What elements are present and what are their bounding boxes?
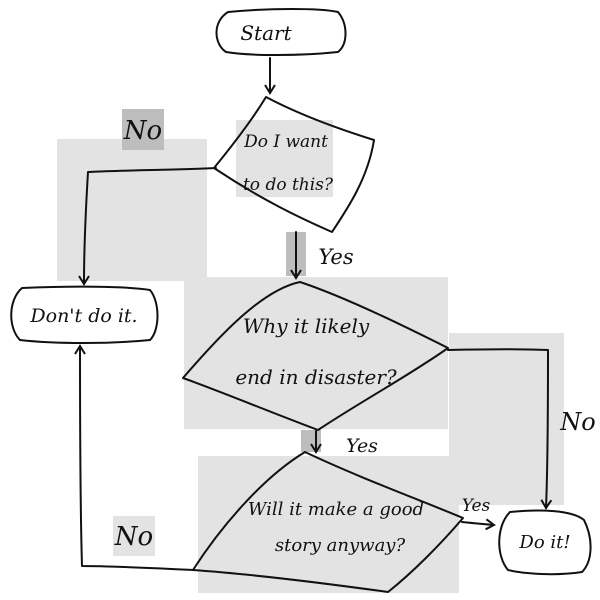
- highlight-no-top: [122, 109, 164, 150]
- start-label: Start: [240, 21, 292, 45]
- decision-q2: [182, 281, 449, 431]
- q2-text-line1: Why it likely: [243, 314, 370, 338]
- q3-no-label: No: [114, 522, 153, 552]
- highlight-no-left: [57, 139, 207, 281]
- connector-q1-no: [78, 167, 217, 286]
- highlight-q1: [236, 120, 333, 197]
- q1-text-line2: to do this?: [243, 175, 334, 195]
- highlight-no-bottom: [113, 516, 155, 556]
- q3-text-line2: story anyway?: [275, 535, 406, 556]
- connector-q3-no: [74, 344, 194, 571]
- decision-q3: [192, 451, 464, 593]
- highlight-no-right: [449, 333, 564, 505]
- q2-yes-label: Yes: [346, 435, 378, 457]
- highlight-blocks: [57, 109, 564, 593]
- doit-terminal: [498, 509, 592, 576]
- connector-q3-yes: [461, 518, 496, 531]
- dont-terminal: [10, 285, 159, 344]
- q2-no-label: No: [559, 408, 595, 436]
- q3-yes-label: Yes: [462, 496, 491, 516]
- dont-label: Don't do it.: [29, 305, 137, 327]
- q1-yes-label: Yes: [318, 245, 353, 269]
- highlight-q3: [198, 456, 459, 593]
- highlight-yes-2: [301, 430, 321, 452]
- q1-no-label: No: [123, 116, 162, 146]
- connector-q2-no: [447, 348, 553, 510]
- highlight-q2: [184, 277, 448, 429]
- q1-text-line1: Do I want: [243, 132, 328, 152]
- doit-label: Do it!: [518, 532, 570, 553]
- q3-text-line1: Will it make a good: [248, 499, 424, 520]
- start-terminal: [215, 8, 347, 56]
- q2-text-line2: end in disaster?: [235, 365, 397, 389]
- decision-q1: [213, 96, 375, 233]
